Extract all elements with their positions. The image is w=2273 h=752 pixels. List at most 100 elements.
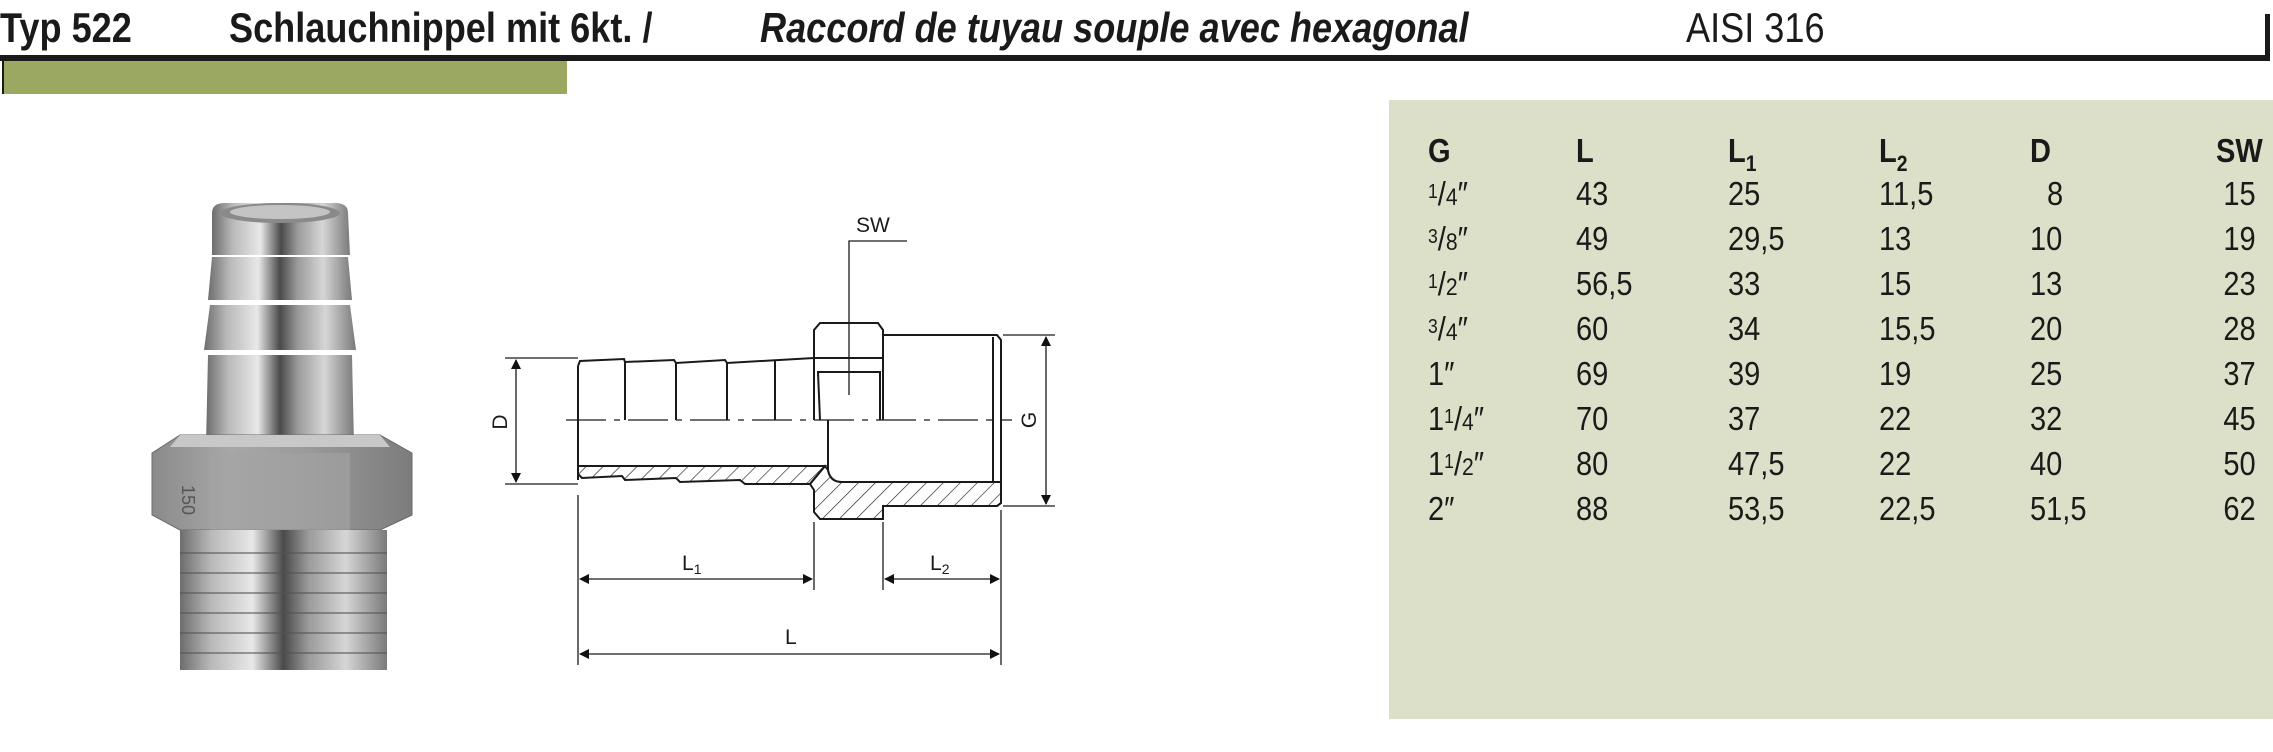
table-cell: 32 [2030, 400, 2063, 437]
header-rule-end [2265, 14, 2270, 61]
table-cell: 80 [1576, 445, 1609, 482]
section-hatch [577, 465, 828, 485]
fraction-whole: 1 [1428, 445, 1445, 482]
table-cell: 20 [2030, 310, 2063, 347]
thread-size-cell: 3/8″ [1428, 220, 1468, 257]
table-cell: 11,5 [1879, 175, 1934, 212]
table-cell: 15,5 [1879, 310, 1936, 347]
column-header-label: G [1428, 132, 1451, 169]
table-cell: 45 [2223, 400, 2256, 437]
fraction-denominator: 4 [1445, 184, 1458, 211]
column-header: L [1576, 131, 1594, 171]
header-rule [0, 55, 2270, 61]
column-header: SW [2216, 131, 2263, 171]
fraction-denominator: 8 [1445, 229, 1458, 256]
table-cell: 22,5 [1879, 490, 1936, 527]
fraction-numerator: 3 [1428, 226, 1438, 248]
column-header-label: L [1728, 132, 1746, 169]
product-photo: 150 [151, 203, 413, 670]
label-d: D [489, 414, 512, 429]
table-cell: 19 [2223, 220, 2256, 257]
table-cell: 19 [1879, 355, 1912, 392]
column-header-subscript: 2 [1896, 151, 1908, 176]
fraction-numerator: 1 [1444, 451, 1454, 473]
type-number: Typ 522 [0, 4, 132, 51]
table-cell: 28 [2223, 310, 2256, 347]
table-cell: 13 [2030, 265, 2063, 302]
column-header: L2 [1879, 131, 1908, 176]
fraction-whole: 2 [1428, 490, 1445, 527]
thread-size-cell: 1/2″ [1428, 265, 1468, 302]
label-g: G [1018, 412, 1041, 428]
thread-size-cell: 1/4″ [1428, 175, 1468, 212]
table-cell: 15 [1879, 265, 1912, 302]
fraction-numerator: 3 [1428, 316, 1438, 338]
table-cell: 37 [2223, 355, 2256, 392]
table-cell: 8 [2047, 175, 2064, 212]
column-header-subscript: 1 [1745, 151, 1757, 176]
table-cell: 37 [1728, 400, 1761, 437]
fraction-denominator: 2 [1445, 274, 1458, 301]
table-cell: 53,5 [1728, 490, 1785, 527]
fraction-whole: 1 [1428, 355, 1445, 392]
title-german: Schlauchnippel mit 6kt. / [229, 4, 653, 51]
fraction-numerator: 1 [1428, 271, 1438, 293]
technical-drawing: SW D G L1 L2 L [489, 214, 1055, 665]
inch-mark: ″ [1473, 445, 1485, 482]
column-header: G [1428, 131, 1451, 171]
table-cell: 15 [2223, 175, 2256, 212]
label-sw: SW [856, 214, 890, 237]
inch-mark: ″ [1473, 400, 1485, 437]
thread-size-cell: 11/4″ [1428, 400, 1485, 437]
inch-mark: ″ [1457, 220, 1468, 257]
table-cell: 10 [2030, 220, 2063, 257]
section-hatch-thread [808, 464, 1002, 520]
inch-mark: ″ [1457, 310, 1468, 347]
table-cell: 56,5 [1576, 265, 1633, 302]
table-cell: 47,5 [1728, 445, 1785, 482]
hex-marking: 150 [178, 485, 198, 515]
material-label: AISI 316 [1686, 4, 1825, 51]
fraction-denominator: 4 [1445, 319, 1458, 346]
table-cell: 39 [1728, 355, 1761, 392]
sw-leader [848, 240, 907, 395]
column-header-label: SW [2216, 132, 2263, 169]
table-cell: 49 [1576, 220, 1609, 257]
table-cell: 69 [1576, 355, 1609, 392]
inch-mark: ″ [1444, 490, 1455, 527]
table-cell: 22 [1879, 445, 1912, 482]
table-cell: 22 [1879, 400, 1912, 437]
table-cell: 70 [1576, 400, 1609, 437]
fraction-numerator: 1 [1428, 181, 1438, 203]
thread-size-cell: 3/4″ [1428, 310, 1468, 347]
inch-mark: ″ [1457, 265, 1468, 302]
table-cell: 88 [1576, 490, 1609, 527]
label-l2: L2 [930, 552, 950, 577]
accent-line [2, 61, 5, 94]
table-cell: 40 [2030, 445, 2063, 482]
table-cell: 51,5 [2030, 490, 2087, 527]
table-cell: 13 [1879, 220, 1912, 257]
table-cell: 43 [1576, 175, 1609, 212]
fraction-denominator: 2 [1462, 454, 1474, 481]
table-cell: 60 [1576, 310, 1609, 347]
column-header-label: D [2030, 132, 2051, 169]
fraction-denominator: 4 [1462, 409, 1474, 436]
column-header-label: L [1879, 132, 1897, 169]
thread-size-cell: 2″ [1428, 489, 1454, 529]
table-cell: 25 [2030, 355, 2063, 392]
thread-size-cell: 11/2″ [1428, 445, 1485, 482]
table-cell: 23 [2223, 265, 2256, 302]
fraction-whole: 1 [1428, 400, 1445, 437]
column-header: D [2030, 131, 2051, 171]
table-cell: 50 [2223, 445, 2256, 482]
table-cell: 62 [2223, 490, 2256, 527]
inch-mark: ″ [1444, 355, 1455, 392]
table-cell: 25 [1728, 175, 1761, 212]
label-l1: L1 [682, 552, 702, 577]
fraction-numerator: 1 [1444, 406, 1454, 428]
title-french: Raccord de tuyau souple avec hexagonal [760, 4, 1469, 51]
table-cell: 29,5 [1728, 220, 1785, 257]
table-cell: 33 [1728, 265, 1761, 302]
